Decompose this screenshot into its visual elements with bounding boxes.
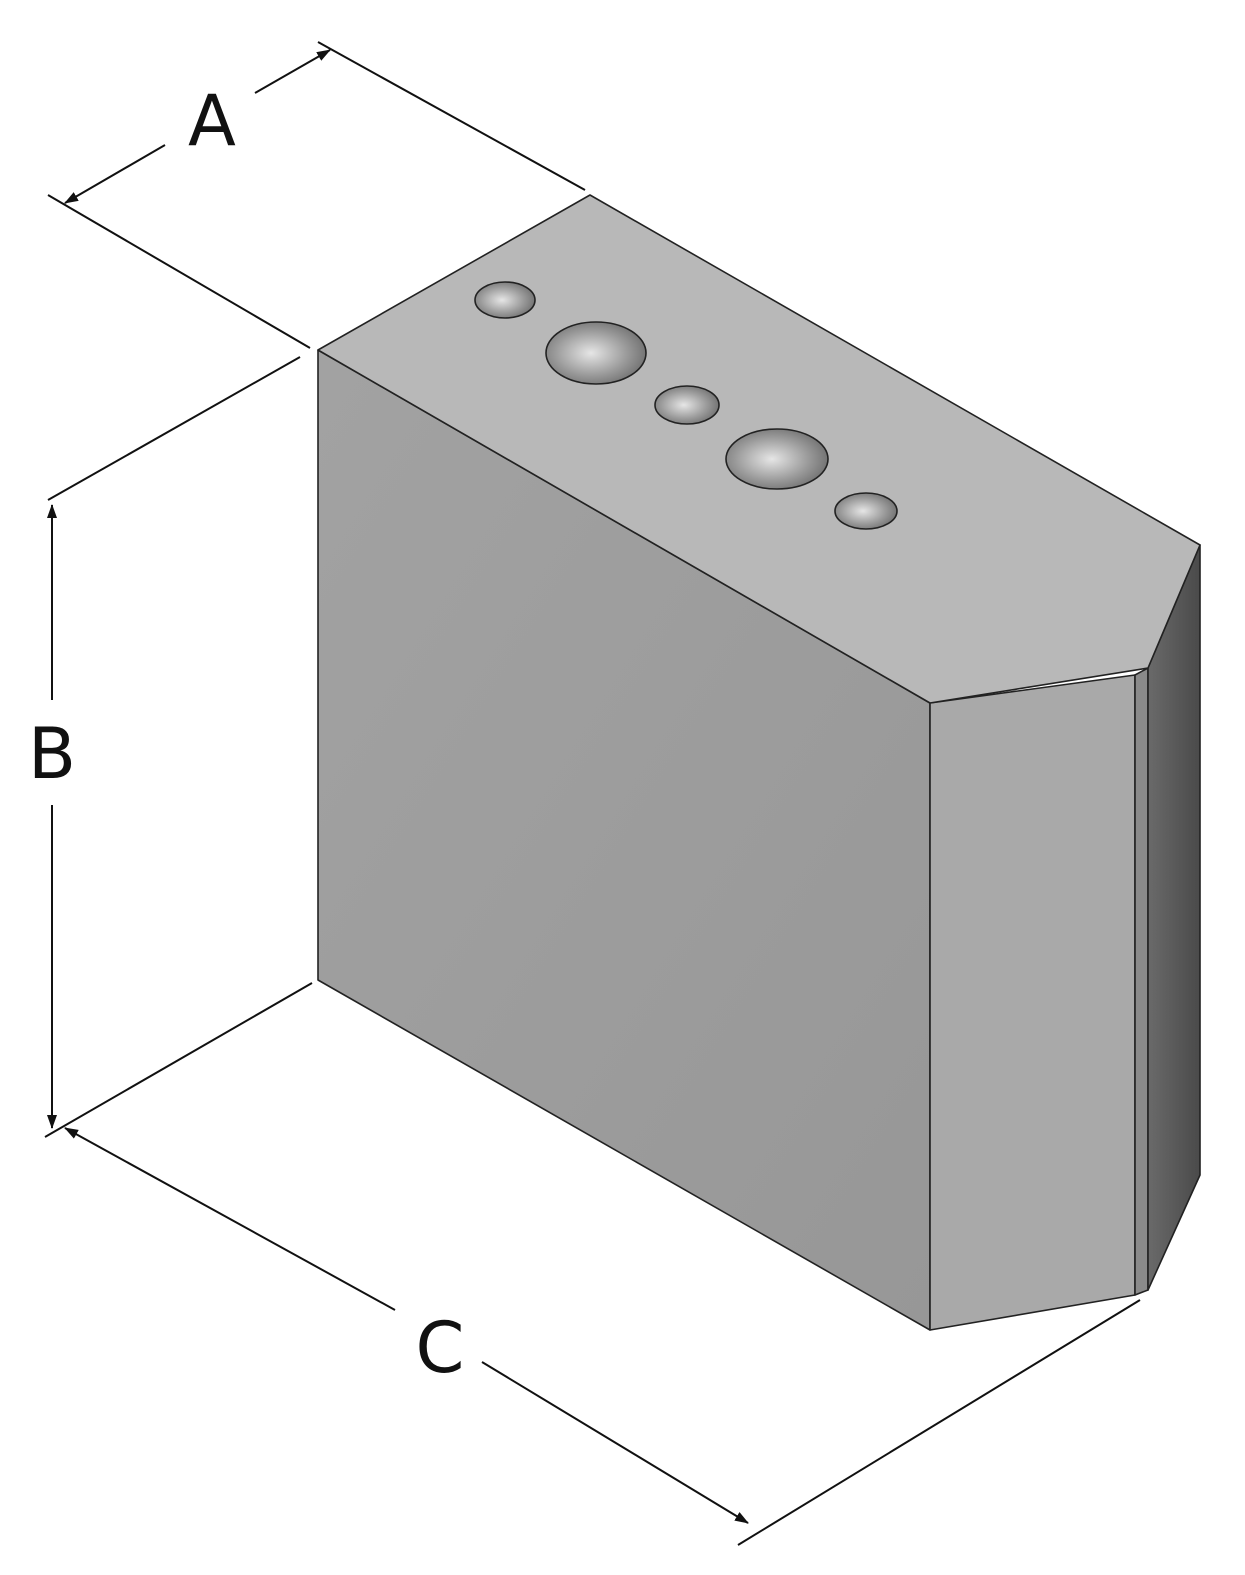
dimension-a: A <box>47 41 586 349</box>
hole-3 <box>654 385 720 425</box>
hole-2 <box>545 321 647 385</box>
dimension-c-label: C <box>416 1307 465 1389</box>
hole-5 <box>834 492 898 530</box>
dimension-c: C <box>64 1127 1141 1546</box>
holes <box>474 281 898 530</box>
chamfer-strip <box>1134 667 1149 1296</box>
chamfer-face <box>929 674 1136 1331</box>
side-face <box>1147 544 1201 1291</box>
dimension-b: B <box>28 356 313 1138</box>
hole-1 <box>474 281 536 319</box>
hole-4 <box>725 428 829 490</box>
dimension-a-label: A <box>188 80 236 162</box>
dimension-b-label: B <box>28 713 76 795</box>
